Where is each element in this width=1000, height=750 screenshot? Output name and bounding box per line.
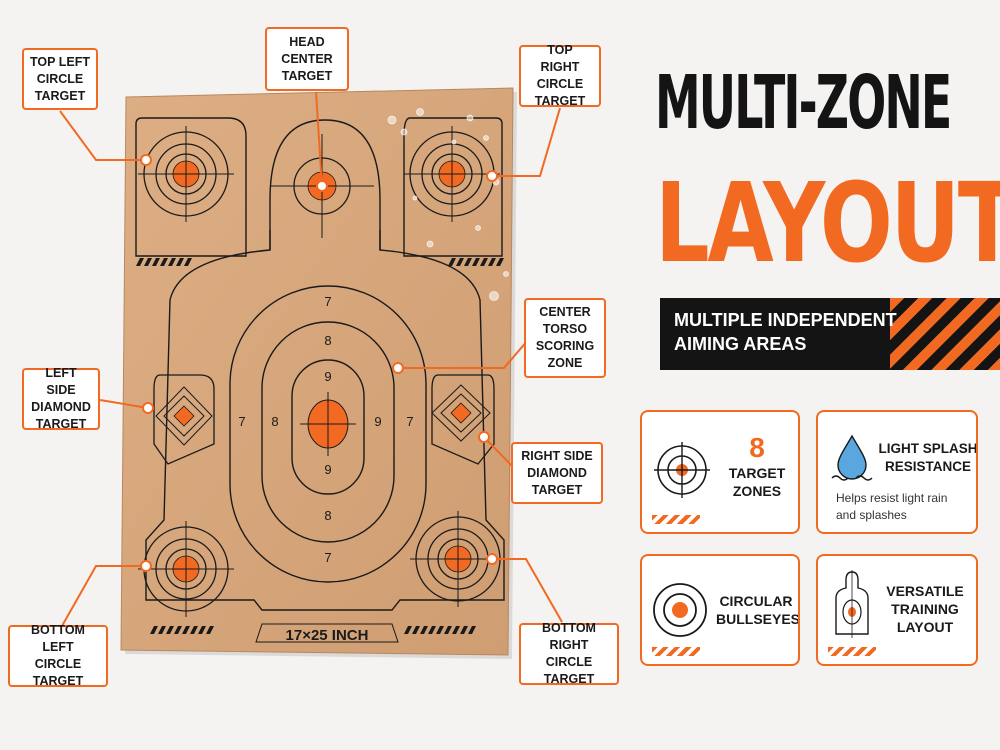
callout-text: TARGET	[35, 417, 87, 431]
card-hatch	[652, 515, 700, 524]
score-numbers: 7 8 9 7 8 9 7 9 8 7	[238, 294, 413, 565]
callout-text: CIRCLE	[36, 71, 84, 86]
score-inner-right: 9	[374, 414, 381, 429]
score-middle-left: 8	[271, 414, 278, 429]
feature-text: LIGHT SPLASH	[878, 441, 978, 456]
target-sheet	[120, 87, 517, 659]
headline-line-2: LAYOUT	[655, 159, 1000, 287]
top-right-bullseye	[404, 126, 500, 222]
callout-top-left-circle: TOP LEFT CIRCLE TARGET	[22, 48, 98, 110]
card-hatch	[652, 647, 700, 656]
callout-text: HEAD	[289, 34, 325, 49]
card-hatch	[828, 647, 876, 656]
score-inner-top: 9	[324, 369, 331, 384]
callout-text: TARGET	[34, 88, 86, 103]
score-outer-right: 7	[406, 414, 413, 429]
callout-right-side-diamond: RIGHT SIDE DIAMOND TARGET	[511, 442, 603, 504]
callout-top-right-circle: TOP RIGHT CIRCLE TARGET	[519, 43, 601, 108]
water-droplets	[387, 108, 509, 301]
water-drop-icon	[831, 434, 873, 481]
callout-text: TARGET	[281, 68, 333, 83]
score-outer-top: 7	[324, 294, 331, 309]
bottom-left-bullseye	[138, 521, 234, 617]
callout-text: TARGET	[32, 674, 84, 688]
circle-bullseyes	[138, 126, 506, 617]
callout-text: BOTTOM RIGHT	[542, 621, 596, 652]
feature-subtext-line: Helps resist light rain	[836, 491, 948, 505]
feature-text: ZONES	[732, 483, 782, 499]
feature-card-versatile-training: VERSATILE TRAINING LAYOUT	[816, 554, 978, 666]
size-label-plate: 17×25 INCH	[255, 623, 399, 644]
feature-card-target-zones: 8 TARGET ZONES	[640, 410, 800, 534]
zone-count: 8	[749, 432, 765, 463]
banner-line-1: MULTIPLE INDEPENDENT	[674, 310, 897, 330]
feature-text: TRAINING	[891, 601, 959, 617]
callout-connectors	[59, 91, 563, 627]
callout-bottom-right-circle: BOTTOM RIGHT CIRCLE TARGET	[519, 621, 619, 686]
headline-line-1: MULTI-ZONE	[655, 60, 952, 146]
stripe-block	[404, 626, 476, 634]
feature-text: BULLSEYES	[716, 611, 800, 627]
silhouette-target-icon	[835, 570, 869, 638]
subheadline-banner: MULTIPLE INDEPENDENT AIMING AREAS	[660, 298, 1000, 370]
stripe-block	[136, 258, 192, 266]
banner-line-2: AIMING AREAS	[674, 334, 807, 354]
callout-text: CIRCLE	[34, 657, 82, 671]
score-inner-bottom: 9	[324, 462, 331, 477]
callout-text: LEFT SIDE	[45, 366, 77, 397]
feature-text: RESISTANCE	[884, 459, 971, 474]
feature-text: LAYOUT	[896, 619, 954, 635]
torso-scoring-rings	[229, 285, 427, 583]
callout-text: SCORING	[535, 339, 595, 353]
feature-card-circular-bullseyes: CIRCULAR BULLSEYES	[640, 554, 800, 666]
feature-card-splash-resistance: LIGHT SPLASH RESISTANCE Helps resist lig…	[816, 410, 978, 534]
feature-subtext-line: and splashes	[836, 508, 907, 522]
score-outer-left: 7	[238, 414, 245, 429]
score-middle-bottom: 8	[324, 508, 331, 523]
callout-text: TARGET	[543, 672, 595, 686]
callout-head-center: HEAD CENTER TARGET	[265, 27, 349, 91]
callout-text: CENTER	[539, 305, 591, 319]
callout-dots	[140, 154, 498, 572]
right-diamond-target	[431, 374, 495, 465]
target-line-art	[135, 117, 505, 611]
callout-text: ZONE	[547, 356, 583, 370]
stripe-block	[448, 258, 504, 266]
callout-bottom-left-circle: BOTTOM LEFT CIRCLE TARGET	[8, 623, 108, 688]
feature-text: VERSATILE	[886, 583, 964, 599]
feature-text: CIRCULAR	[719, 593, 793, 609]
callout-text: TARGET	[531, 482, 583, 497]
bullseye-icon	[653, 583, 707, 637]
center-torso-bull	[300, 392, 356, 456]
callout-text: BOTTOM LEFT	[31, 623, 85, 654]
crosshair-target-icon	[654, 442, 710, 498]
callout-text: TOP LEFT	[30, 54, 90, 69]
left-diamond-target	[153, 374, 215, 465]
stripe-block	[150, 626, 214, 634]
top-left-bullseye	[138, 126, 234, 222]
callout-text: DIAMOND	[527, 465, 587, 480]
callout-text: TARGET	[534, 94, 586, 108]
feature-text: TARGET	[728, 465, 786, 481]
callout-text: CIRCLE	[536, 77, 584, 91]
banner-hazard-stripes	[890, 298, 1000, 370]
score-outer-bottom: 7	[324, 550, 331, 565]
hazard-stripes	[136, 258, 504, 634]
callout-text: CENTER	[281, 51, 333, 66]
callout-text: TOP RIGHT	[540, 43, 580, 74]
callout-center-torso: CENTER TORSO SCORING ZONE	[524, 298, 606, 378]
feature-subtext: Helps resist light rain and splashes	[836, 490, 947, 524]
callout-left-side-diamond: LEFT SIDE DIAMOND TARGET	[22, 366, 100, 431]
score-middle-top: 8	[324, 333, 331, 348]
size-label: 17×25 INCH	[286, 627, 369, 644]
callout-text: RIGHT SIDE	[521, 448, 593, 463]
callout-text: TORSO	[542, 322, 588, 336]
callout-text: DIAMOND	[31, 400, 91, 414]
callout-text: CIRCLE	[545, 655, 593, 669]
